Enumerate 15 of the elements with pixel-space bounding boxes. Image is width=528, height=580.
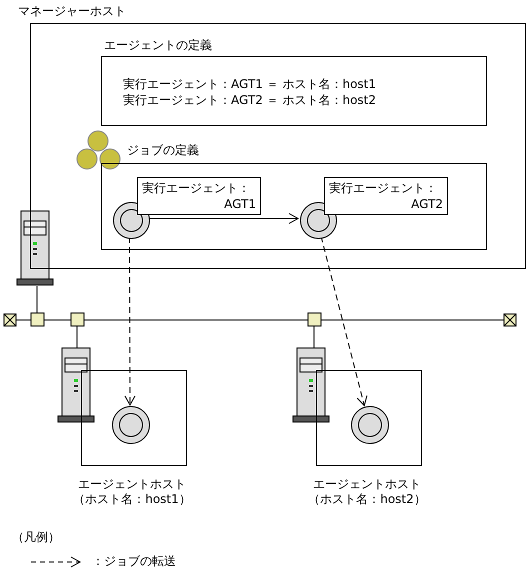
group-title: マネージャーホスト [18,4,126,19]
host-caption: エージェントホスト（ホスト名：host1） [72,477,192,507]
definition-text: 実行エージェント：AGT1 ＝ ホスト名：host1 [123,77,376,92]
definition-text: 実行エージェント：AGT2 ＝ ホスト名：host2 [123,93,376,108]
group-title: エージェントの定義 [104,38,212,53]
agent-callout: 実行エージェント：AGT2 [324,177,448,215]
legend-text: ：ジョブの転送 [92,554,176,569]
host-caption: エージェントホスト（ホスト名：host2） [307,477,427,507]
arrow [148,213,298,224]
group-title: ジョブの定義 [127,143,199,158]
job-circle [112,406,150,444]
agent-callout: 実行エージェント：AGT1 [137,177,261,215]
legend-title: （凡例） [12,530,60,545]
arrow [124,236,136,406]
job-circle [351,406,389,444]
